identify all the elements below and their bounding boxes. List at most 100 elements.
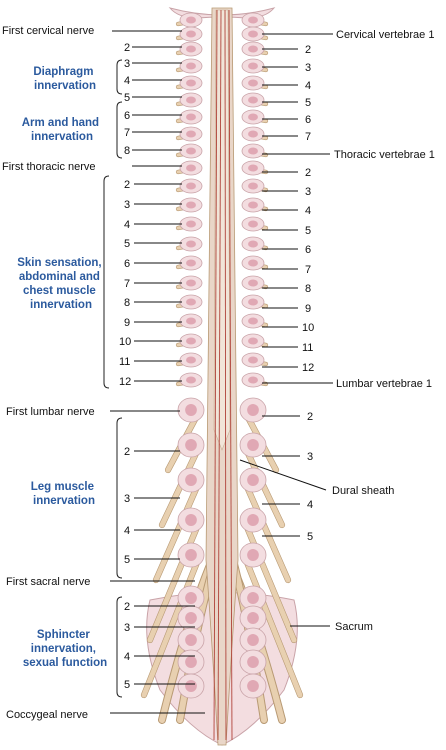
right-number: 8 bbox=[305, 283, 311, 295]
right-number: 3 bbox=[305, 186, 311, 198]
sphincter-group-label: Sphincter innervation, sexual function bbox=[23, 629, 107, 669]
arm-hand-group-label: Arm and hand innervation bbox=[22, 117, 103, 143]
vertebra-foramen bbox=[248, 298, 258, 306]
vertebra-foramen bbox=[248, 201, 258, 209]
vertebra-foramen bbox=[248, 337, 258, 345]
vertebra-foramen bbox=[186, 164, 196, 172]
dural-sheath-label: Dural sheath bbox=[332, 485, 394, 497]
left-number: 4 bbox=[124, 75, 130, 87]
vertebra-foramen bbox=[186, 130, 196, 138]
sacrum-label: Sacrum bbox=[335, 621, 373, 633]
vertebra-foramen bbox=[186, 96, 196, 104]
vertebra-foramen bbox=[247, 474, 259, 486]
vertebra-foramen bbox=[185, 634, 197, 646]
dural-sheath-leader bbox=[239, 459, 327, 491]
thoracic-vertebrae-1-label: Thoracic vertebrae 1 bbox=[334, 149, 435, 161]
right-number: 5 bbox=[305, 97, 311, 109]
left-number: 3 bbox=[124, 493, 130, 505]
right-number: 3 bbox=[305, 62, 311, 74]
group-brace bbox=[103, 175, 110, 389]
right-number: 7 bbox=[305, 264, 311, 276]
vertebra-foramen bbox=[186, 201, 196, 209]
left-number: 3 bbox=[124, 622, 130, 634]
vertebra-foramen bbox=[248, 164, 258, 172]
vertebra-foramen bbox=[248, 79, 258, 87]
vertebra-foramen bbox=[186, 16, 196, 24]
spinal-nerve-right bbox=[241, 517, 297, 643]
vertebra-foramen bbox=[248, 240, 258, 248]
left-number: 12 bbox=[119, 376, 131, 388]
first-sacral-nerve-label: First sacral nerve bbox=[6, 576, 90, 588]
left-number: 5 bbox=[124, 679, 130, 691]
cauda-equina-strand bbox=[213, 9, 218, 741]
left-number: 6 bbox=[124, 110, 130, 122]
vertebra-foramen bbox=[185, 612, 197, 624]
cervical-vertebrae-1-label: Cervical vertebrae 1 bbox=[336, 29, 434, 41]
right-number: 4 bbox=[305, 205, 311, 217]
vertebra-foramen bbox=[248, 130, 258, 138]
right-number: 12 bbox=[302, 362, 314, 374]
vertebra-foramen bbox=[248, 147, 258, 155]
right-number: 2 bbox=[305, 44, 311, 56]
left-number: 4 bbox=[124, 525, 130, 537]
vertebra-foramen bbox=[186, 337, 196, 345]
vertebra-foramen bbox=[248, 259, 258, 267]
vertebra-foramen bbox=[186, 62, 196, 70]
left-number: 7 bbox=[124, 278, 130, 290]
vertebra-foramen bbox=[248, 279, 258, 287]
left-number: 9 bbox=[124, 317, 130, 329]
left-number: 2 bbox=[124, 179, 130, 191]
vertebra-foramen bbox=[185, 474, 197, 486]
vertebra-foramen bbox=[248, 30, 258, 38]
right-number: 10 bbox=[302, 322, 314, 334]
vertebra-foramen bbox=[247, 680, 259, 692]
vertebra-foramen bbox=[247, 634, 259, 646]
vertebra-foramen bbox=[186, 79, 196, 87]
left-number: 5 bbox=[124, 554, 130, 566]
right-number: 6 bbox=[305, 244, 311, 256]
left-thoracic-numbers: 2 3 4 5 6 7 8 9 10 11 12 bbox=[119, 179, 131, 388]
vertebra-foramen bbox=[248, 113, 258, 121]
lumbar-vertebrae-1-label: Lumbar vertebrae 1 bbox=[336, 378, 432, 390]
group-braces bbox=[103, 59, 123, 698]
cauda-equina-strand bbox=[224, 9, 227, 741]
vertebra-foramen bbox=[186, 240, 196, 248]
left-number: 5 bbox=[124, 238, 130, 250]
vertebral-column bbox=[177, 12, 267, 699]
right-lumbar-numbers: 2 3 4 5 bbox=[307, 411, 313, 543]
right-number: 2 bbox=[307, 411, 313, 423]
left-number: 2 bbox=[124, 601, 130, 613]
cauda-equina-strand bbox=[217, 9, 222, 741]
vertebra-foramen bbox=[248, 220, 258, 228]
spinal-nerve-right bbox=[241, 552, 303, 698]
spinal-cord bbox=[205, 7, 239, 746]
left-number: 7 bbox=[124, 127, 130, 139]
group-brace bbox=[116, 59, 123, 95]
first-cervical-nerve-label: First cervical nerve bbox=[2, 25, 94, 37]
vertebra-foramen bbox=[186, 279, 196, 287]
vertebra-foramen bbox=[186, 147, 196, 155]
skin-sensation-group-label: Skin sensation, abdominal and chest musc… bbox=[17, 257, 105, 311]
left-cervical-numbers: 2 3 4 5 6 7 8 bbox=[124, 42, 130, 157]
vertebra-foramen bbox=[248, 356, 258, 364]
vertebra-foramen bbox=[247, 612, 259, 624]
group-brace bbox=[116, 596, 123, 698]
vertebra-foramen bbox=[247, 656, 259, 668]
right-number: 6 bbox=[305, 114, 311, 126]
vertebra-foramen bbox=[248, 45, 258, 53]
vertebra-foramen bbox=[186, 113, 196, 121]
left-number: 3 bbox=[124, 58, 130, 70]
right-number: 2 bbox=[305, 167, 311, 179]
right-number: 7 bbox=[305, 131, 311, 143]
coccygeal-nerve-label: Coccygeal nerve bbox=[6, 709, 88, 721]
vertebra-foramen bbox=[248, 182, 258, 190]
left-number: 4 bbox=[124, 651, 130, 663]
vertebra-foramen bbox=[247, 592, 259, 604]
vertebra-foramen bbox=[186, 182, 196, 190]
vertebra-foramen bbox=[248, 62, 258, 70]
right-number: 5 bbox=[307, 531, 313, 543]
left-number: 4 bbox=[124, 219, 130, 231]
first-thoracic-nerve-label: First thoracic nerve bbox=[2, 161, 96, 173]
vertebra-foramen bbox=[185, 592, 197, 604]
vertebra-foramen bbox=[185, 514, 197, 526]
